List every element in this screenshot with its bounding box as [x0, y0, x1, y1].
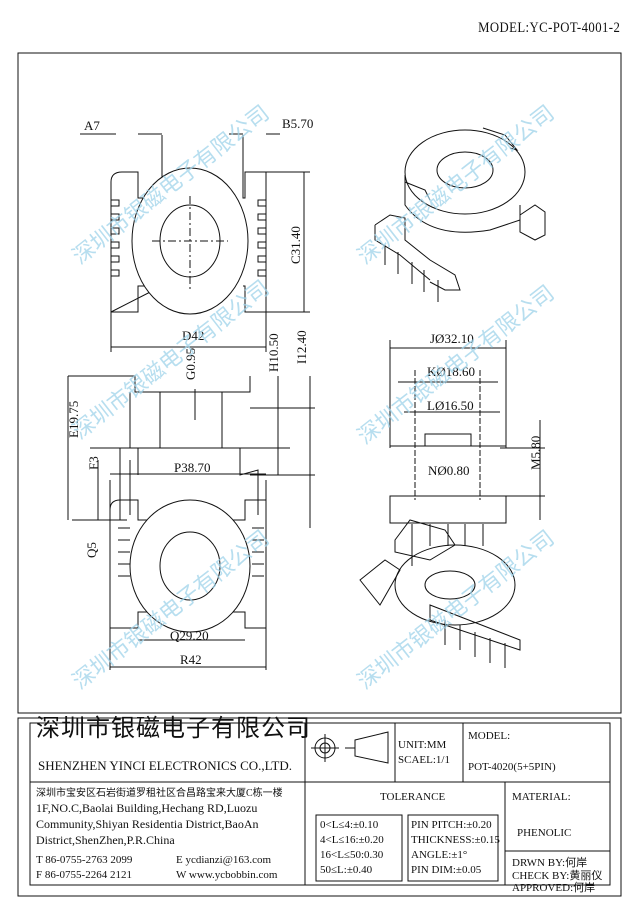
approved-by: APPROVED:何岸: [512, 882, 596, 894]
model-value: POT-4020(5+5PIN): [468, 761, 556, 773]
email: E ycdianzi@163.com: [176, 854, 272, 866]
dim-e: E19.75: [66, 401, 81, 438]
tolerance-title: TOLERANCE: [380, 791, 446, 803]
title-block-frame: [17, 717, 622, 897]
dim-b: B5.70: [282, 116, 313, 131]
tolerance-other: PIN PITCH:±0.20: [411, 819, 492, 831]
company-name-en: SHENZHEN YINCI ELECTRONICS CO.,LTD.: [38, 758, 292, 773]
drawing-model-number: MODEL:YC-POT-4001-2: [477, 20, 620, 36]
drawn-by: DRWN BY:何岸: [512, 857, 588, 869]
dim-c: C31.40: [288, 226, 303, 264]
bottom-view: [109, 473, 267, 670]
dim-h: H10.50: [266, 333, 281, 372]
watermark-text: 深圳市银磁电子有限公司: [353, 101, 559, 270]
top-view: [80, 133, 310, 352]
drawing-frame: [17, 52, 622, 714]
dim-n: NØ0.80: [428, 463, 470, 478]
address-en-line: 1F,NO.C,Baolai Building,Hechang RD,Luozu: [36, 801, 258, 815]
isometric-view-top: [374, 127, 546, 302]
dim-r: R42: [180, 652, 202, 667]
address-en-line: Community,Shiyan Residentia District,Bao…: [36, 817, 259, 831]
dim-k: KØ18.60: [427, 364, 475, 379]
address-en-line: District,ShenZhen,P.R.China: [36, 833, 175, 847]
tolerance-length: 50≤L:±0.40: [320, 864, 373, 876]
dim-i: I12.40: [294, 330, 309, 364]
dim-l: LØ16.50: [427, 398, 474, 413]
model-label: MODEL:: [468, 730, 511, 742]
material-label: MATERIAL:: [512, 791, 571, 803]
title-block-grid: [29, 722, 611, 886]
fax: F 86-0755-2264 2121: [36, 869, 132, 881]
website: W www.ycbobbin.com: [176, 869, 278, 881]
dim-g: G0.95: [183, 348, 198, 380]
tolerance-other: ANGLE:±1°: [411, 849, 468, 861]
dim-f: F3: [86, 456, 101, 470]
isometric-view-bottom: [359, 519, 521, 668]
dim-m: M5.80: [528, 436, 543, 470]
tolerance-length: 4<L≤16:±0.20: [320, 834, 384, 846]
dim-q5: Q5: [84, 542, 99, 558]
front-view: [67, 375, 315, 528]
scale-label: SCAEL:1/1: [398, 754, 450, 766]
tolerance-other: THICKNESS:±0.15: [411, 834, 500, 846]
dim-j: JØ32.10: [430, 331, 474, 346]
telephone: T 86-0755-2763 2099: [36, 854, 133, 866]
tolerance-length: 16<L≤50:0.30: [320, 849, 384, 861]
dim-q: Q29.20: [170, 628, 209, 643]
side-view: [389, 340, 545, 566]
material-value: PHENOLIC: [517, 827, 572, 839]
company-name-cn: 深圳市银磁电子有限公司: [36, 716, 311, 742]
watermark-text: 深圳市银磁电子有限公司: [353, 526, 559, 695]
checked-by: CHECK BY:黄丽仪: [512, 870, 603, 882]
dim-a: A7: [84, 118, 100, 133]
tolerance-other: PIN DIM:±0.05: [411, 864, 482, 876]
unit-label: UNIT:MM: [398, 739, 447, 751]
dim-p: P38.70: [174, 460, 210, 475]
tolerance-length: 0<L≤4:±0.10: [320, 819, 379, 831]
watermark-text: 深圳市银磁电子有限公司: [353, 281, 559, 450]
dim-d: D42: [182, 328, 204, 343]
address-cn: 深圳市宝安区石岩街道罗租社区合昌路宝来大厦C栋一楼: [36, 788, 283, 799]
